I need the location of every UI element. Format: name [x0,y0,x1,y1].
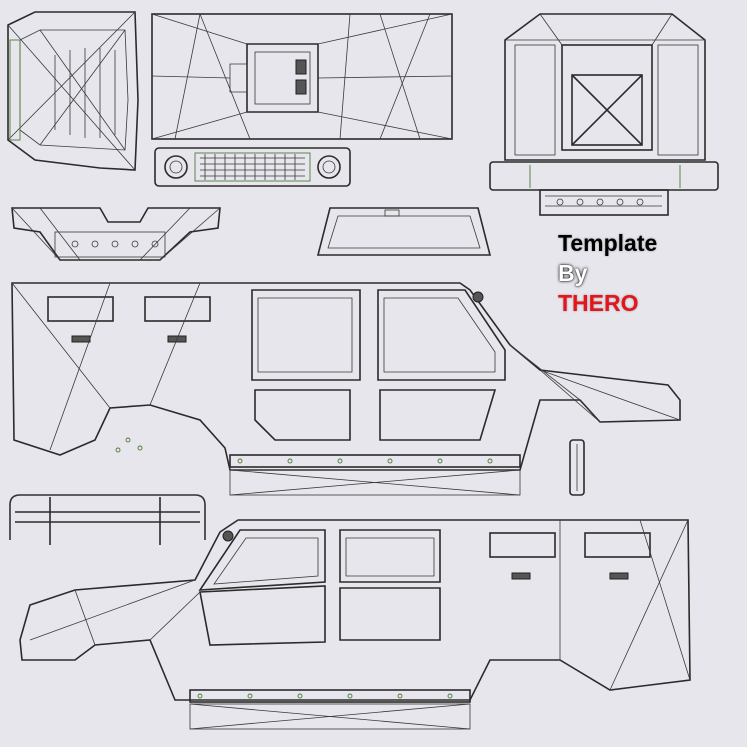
credit-title: Template [558,230,658,256]
roll-bar [9,494,206,545]
rear-view [489,13,719,216]
front-grille [154,147,351,187]
door-handle [115,437,585,496]
credit-author: THERO [558,290,639,316]
template-credit: Template By THERO [558,228,708,318]
front-bumper [11,207,221,261]
hood-panel [7,11,139,171]
left-side-body [11,282,681,496]
credit-by: By [558,260,588,286]
right-border [747,0,750,750]
roof-panel [151,13,453,140]
right-side-body [19,519,691,730]
bottom-border [0,747,750,750]
windshield-frame [316,207,492,256]
